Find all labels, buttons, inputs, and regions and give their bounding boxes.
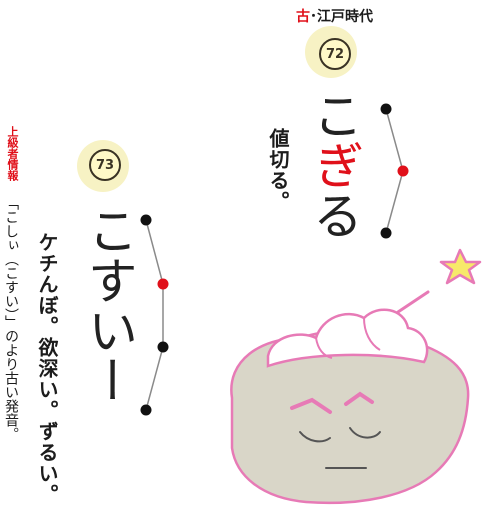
advanced-info-text: 「こしぃ（こすい）」のより古い発音。 <box>3 196 19 441</box>
word-73-char-4: ー <box>80 355 138 405</box>
pitch-dot-72-1 <box>380 103 392 115</box>
pitch-dot-73-2 <box>157 278 169 290</box>
word-72-char-1: こ <box>305 90 363 140</box>
category-rest: ･江戸時代 <box>310 9 373 25</box>
word-73-char-3: い <box>80 305 138 355</box>
word-72-char-3: る <box>305 190 363 240</box>
meaning-73: ケチんぼ。欲深い。ずるい。 <box>35 232 59 505</box>
word-73: こすいー <box>80 205 138 405</box>
category-prefix: 古 <box>296 9 310 25</box>
word-72: こぎる <box>305 90 363 240</box>
pitch-dot-72-2 <box>397 165 409 177</box>
pitch-accent-72 <box>380 103 409 239</box>
pitch-dot-72-3 <box>380 227 392 239</box>
star-icon <box>439 248 482 285</box>
number-73-badge: 73 <box>89 149 121 181</box>
meaning-72: 値切る。 <box>266 128 290 212</box>
number-72: 72 <box>325 46 345 62</box>
category-label: 古･江戸時代 <box>296 6 373 26</box>
motion-line <box>396 290 430 314</box>
pitch-dot-73-4 <box>140 404 152 416</box>
pitch-dot-73-3 <box>157 341 169 353</box>
word-73-char-1: こ <box>80 205 138 255</box>
advanced-info-tag: 上級者情報 <box>6 126 19 181</box>
character-illustration <box>230 308 470 505</box>
pitch-dot-73-1 <box>140 214 152 226</box>
number-73: 73 <box>95 157 115 173</box>
word-72-char-2: ぎ <box>305 140 363 190</box>
pitch-accent-73 <box>140 214 169 416</box>
number-72-badge: 72 <box>319 38 351 70</box>
word-73-char-2: す <box>80 255 138 305</box>
